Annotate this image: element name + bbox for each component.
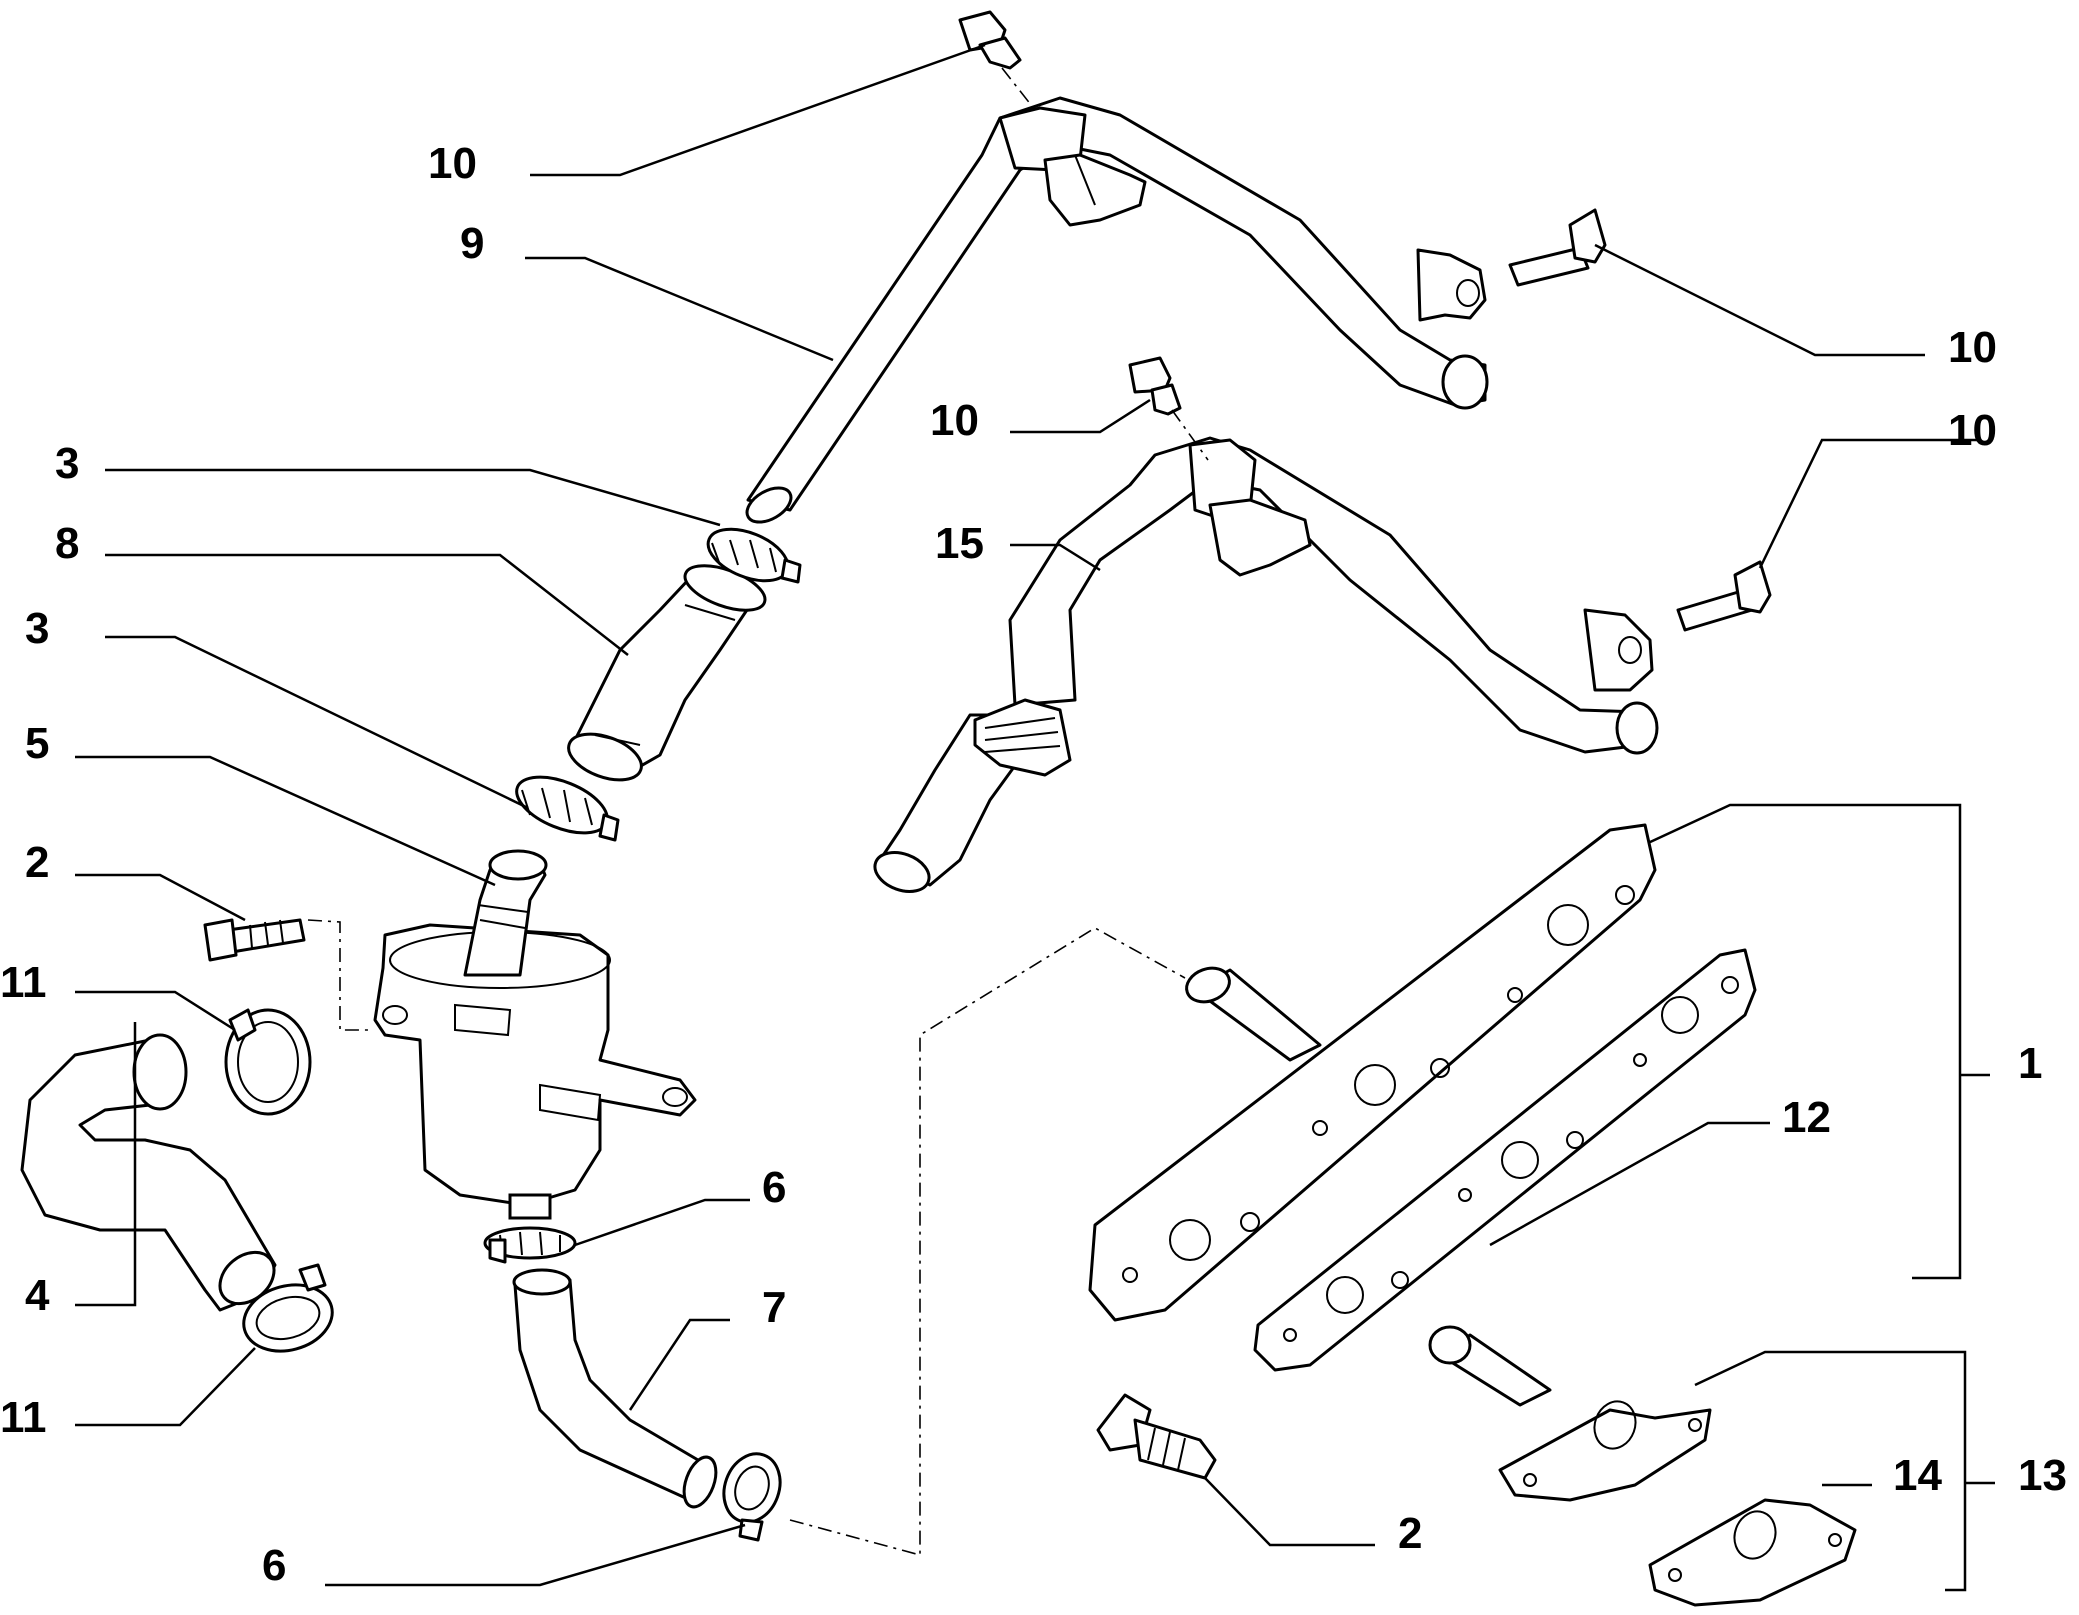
pipe-part-15 (873, 436, 1659, 893)
callout-10-mid: 10 (930, 396, 979, 445)
callout-6-upper: 6 (762, 1163, 786, 1212)
callout-3-upper: 3 (55, 439, 79, 488)
leader-lines (75, 43, 1995, 1592)
bolt-part-10-right-upper (1508, 208, 1607, 287)
bolt-part-10-top (958, 10, 1022, 70)
callout-9: 9 (460, 219, 484, 268)
cooler-plate-part-1 (1088, 823, 1657, 1322)
elbow-hose-part-4 (20, 1033, 277, 1312)
callout-12: 12 (1782, 1093, 1831, 1142)
callout-10-top: 10 (428, 139, 477, 188)
assembly-lines (307, 67, 1209, 1557)
callout-10-right-upper: 10 (1948, 323, 1997, 372)
clamp-part-11-lower (242, 1263, 334, 1353)
cooler-pipe-part-1 (1185, 966, 1552, 1407)
callout-6-lower: 6 (262, 1541, 286, 1590)
separator-part-5 (373, 849, 697, 1220)
callout-2-left: 2 (25, 838, 49, 887)
clamp-part-6-upper (483, 1226, 577, 1264)
hose-part-8 (567, 564, 767, 782)
callout-3-lower: 3 (25, 604, 49, 653)
clamp-part-3-upper (706, 527, 802, 584)
pipe-part-9 (745, 96, 1489, 524)
callout-11-upper: 11 (0, 958, 47, 1007)
callout-1: 1 (2018, 1039, 2042, 1088)
bolt-part-10-right-lower (1676, 560, 1772, 632)
bolt-part-2-left (203, 918, 306, 962)
gasket-part-14 (1648, 1498, 1857, 1607)
bolt-part-2-bottom (1096, 1393, 1217, 1480)
gasket-part-12 (1253, 948, 1757, 1372)
clamp-part-6-lower (722, 1452, 782, 1542)
callout-11-lower: 11 (0, 1393, 47, 1442)
flange-part-13 (1498, 1400, 1712, 1502)
callout-8: 8 (55, 519, 79, 568)
clamp-part-3-lower (515, 775, 620, 842)
callout-14: 14 (1893, 1451, 1942, 1500)
clamp-part-11-upper (224, 1008, 312, 1116)
callout-15: 15 (935, 519, 984, 568)
callout-4: 4 (25, 1271, 50, 1320)
callout-13: 13 (2018, 1451, 2067, 1500)
callout-7: 7 (762, 1283, 786, 1332)
callout-5: 5 (25, 719, 49, 768)
bolt-part-10-mid (1128, 356, 1182, 416)
callout-10-right-lower: 10 (1948, 406, 1997, 455)
callout-labels: 10 9 10 10 10 15 3 8 3 5 2 11 1 12 4 6 7… (0, 139, 2067, 1590)
callout-2-bottom: 2 (1398, 1509, 1422, 1558)
hose-part-7 (512, 1268, 718, 1509)
